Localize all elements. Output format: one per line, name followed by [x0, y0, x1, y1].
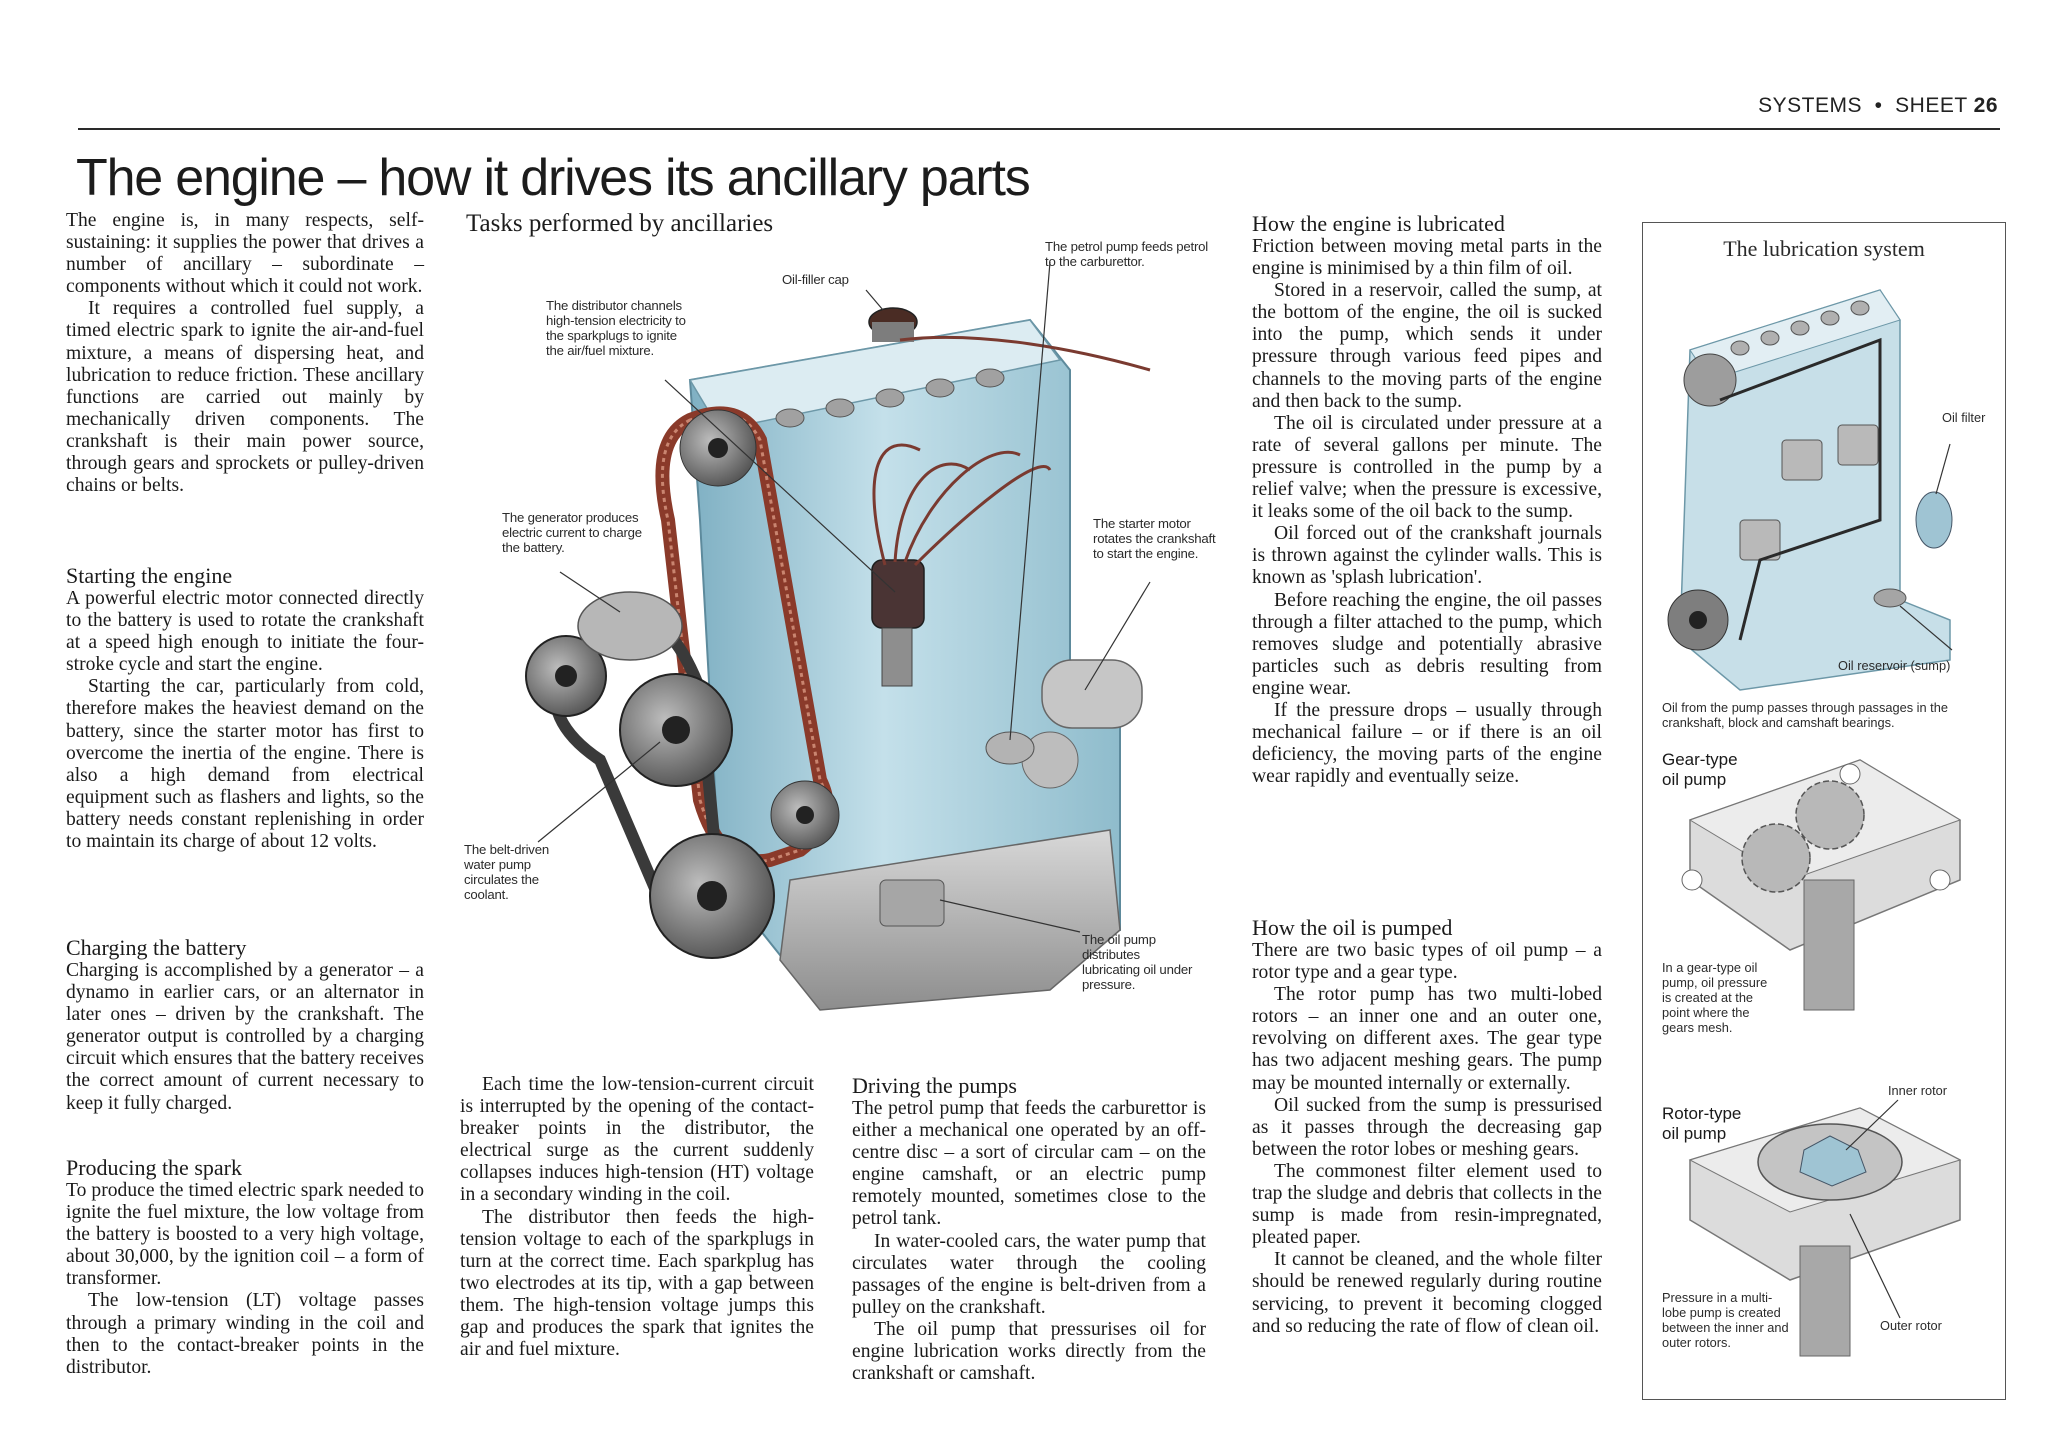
charging-section: Charging the battery Charging is accompl… [66, 936, 424, 1115]
pumped-paragraph-5: It cannot be cleaned, and the whole filt… [1252, 1249, 1602, 1337]
pumped-paragraph-3: Oil sucked from the sump is pressurised … [1252, 1094, 1602, 1160]
pumped-heading: How the oil is pumped [1252, 915, 1453, 940]
header-rule [78, 128, 2000, 130]
spark-heading: Producing the spark [66, 1155, 242, 1180]
starter-motor [1041, 659, 1143, 729]
sheet-header: SYSTEMS • SHEET 26 [1758, 94, 1998, 118]
spark-continued-section: Each time the low-tension-current circui… [460, 1074, 814, 1361]
callout-generator: The generator produces electric current … [502, 510, 642, 555]
lubricated-paragraph-3: The oil is circulated under pressure at … [1252, 412, 1602, 523]
spark-cont-paragraph-2: The distributor then feeds the high-tens… [460, 1206, 814, 1361]
label-inner-rotor: Inner rotor [1888, 1083, 1948, 1098]
tasks-heading: Tasks performed by ancillaries [466, 210, 774, 237]
callout-petrol-pump: The petrol pump feeds petrol to the carb… [1045, 239, 1209, 269]
pumped-paragraph-4: The commonest filter element used to tra… [1252, 1160, 1602, 1249]
spark-paragraph-1: To produce the timed electric spark need… [66, 1180, 424, 1290]
pumped-paragraph-2: The rotor pump has two multi-lobed rotor… [1252, 984, 1602, 1094]
pumps-paragraph-2: In water-cooled cars, the water pump tha… [852, 1230, 1206, 1318]
generator [577, 591, 683, 661]
starting-paragraph-1: A powerful electric motor connected dire… [66, 588, 424, 676]
pumps-section: Driving the pumps The petrol pump that f… [852, 1074, 1206, 1385]
callout-water-pump: The belt-driven water pump circulates th… [464, 842, 549, 902]
header-separator: • [1874, 94, 1883, 117]
section-name: SYSTEMS [1758, 94, 1862, 117]
callout-oil-filler-cap: Oil-filler cap [782, 272, 849, 287]
lubricated-paragraph-2: Stored in a reservoir, called the sump, … [1252, 280, 1602, 412]
lubricated-paragraph-5: Before reaching the engine, the oil pass… [1252, 589, 1602, 699]
callout-starter-motor: The starter motor rotates the crankshaft… [1093, 516, 1216, 561]
gear-pump-caption: In a gear-type oil pump, oil pressure is… [1662, 960, 1768, 1035]
label-oil-reservoir: Oil reservoir (sump) [1838, 658, 1951, 673]
pumped-paragraph-1: There are two basic types of oil pump – … [1252, 940, 1602, 984]
charging-heading: Charging the battery [66, 935, 247, 960]
sheet-number: 26 [1973, 94, 1998, 117]
pumps-paragraph-3: The oil pump that pressurises oil for en… [852, 1318, 1206, 1385]
oil-pump [879, 879, 945, 927]
starting-heading: Starting the engine [66, 563, 233, 588]
lubricated-paragraph-1: Friction between moving metal parts in t… [1252, 236, 1602, 280]
gear-pump-label: Gear-type oil pump [1662, 750, 1738, 789]
label-outer-rotor: Outer rotor [1880, 1318, 1942, 1333]
callout-distributor: The distributor channels high-tension el… [546, 298, 686, 358]
lubrication-system-box [1642, 222, 2006, 1400]
pumps-heading: Driving the pumps [852, 1073, 1017, 1098]
intro-paragraph-1: The engine is, in many respects, self-su… [66, 210, 424, 298]
intro-section: The engine is, in many respects, self-su… [66, 210, 424, 497]
pumped-section: How the oil is pumped There are two basi… [1252, 916, 1602, 1338]
sheet-label: SHEET [1895, 94, 1968, 117]
lubrication-caption: Oil from the pump passes through passage… [1662, 700, 1948, 730]
rotor-pump-caption: Pressure in a multi-lobe pump is created… [1662, 1290, 1789, 1350]
lubricated-heading: How the engine is lubricated [1252, 211, 1505, 236]
starting-section: Starting the engine A powerful electric … [66, 564, 424, 853]
spark-section: Producing the spark To produce the timed… [66, 1156, 424, 1379]
gear-upper [1795, 780, 1865, 850]
rotor-pump-label: Rotor-type oil pump [1662, 1104, 1742, 1143]
lubricated-paragraph-6: If the pressure drops – usually through … [1252, 699, 1602, 788]
starting-paragraph-2: Starting the car, particularly from cold… [66, 676, 424, 853]
petrol-pump [985, 731, 1035, 765]
label-oil-filter: Oil filter [1942, 410, 1986, 425]
lubrication-title: The lubrication system [1723, 236, 1925, 261]
inner-rotor [1799, 1135, 1867, 1187]
pumps-paragraph-1: The petrol pump that feeds the carburett… [852, 1098, 1206, 1230]
intro-paragraph-2: It requires a controlled fuel supply, a … [66, 298, 424, 497]
gear-lower [1741, 823, 1811, 893]
spark-paragraph-2: The low-tension (LT) voltage passes thro… [66, 1290, 424, 1378]
callout-oil-pump: The oil pump distributes lubricating oil… [1082, 932, 1193, 992]
oil-filter [1915, 491, 1953, 549]
lubricated-paragraph-4: Oil forced out of the crankshaft journal… [1252, 523, 1602, 589]
page-title: The engine – how it drives its ancillary… [76, 149, 1031, 207]
lubricated-section: How the engine is lubricated Friction be… [1252, 212, 1602, 788]
oil-sump-reservoir [1873, 588, 1907, 608]
charging-paragraph-1: Charging is accomplished by a generator … [66, 960, 424, 1114]
spark-cont-paragraph-1: Each time the low-tension-current circui… [460, 1074, 814, 1206]
